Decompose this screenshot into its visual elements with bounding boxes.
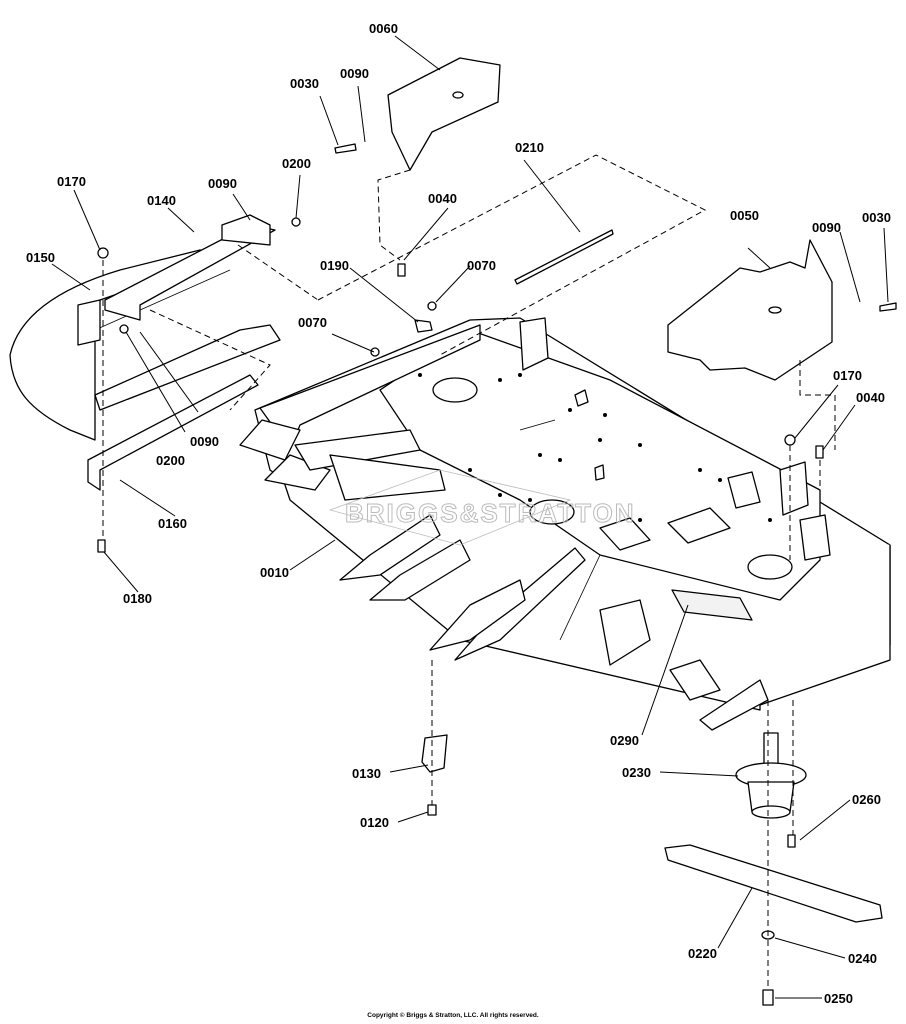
mower-deck: BRIGGS&STRATTON (239, 317, 891, 731)
belt (514, 229, 614, 285)
callout-0030: 0030 (862, 210, 891, 225)
callout-0090: 0090 (190, 434, 219, 449)
belt-cover-center (387, 57, 501, 171)
callout-0040: 0040 (428, 191, 457, 206)
callout-0030: 0030 (290, 76, 319, 91)
callout-0180: 0180 (123, 591, 152, 606)
callout-0050: 0050 (730, 208, 759, 223)
mower-blade (664, 844, 883, 923)
callout-0160: 0160 (158, 516, 187, 531)
callout-0170: 0170 (833, 368, 862, 383)
assembly-lines (102, 154, 836, 990)
callout-0290: 0290 (610, 733, 639, 748)
callout-0130: 0130 (352, 766, 381, 781)
callout-0200: 0200 (282, 156, 311, 171)
hardware (97, 143, 897, 1006)
watermark-text: BRIGGS&STRATTON (345, 498, 635, 528)
callout-0240: 0240 (848, 951, 877, 966)
callout-0220: 0220 (688, 946, 717, 961)
callout-0190: 0190 (320, 258, 349, 273)
callout-0260: 0260 (852, 792, 881, 807)
copyright-notice: Copyright © Briggs & Stratton, LLC. All … (367, 1012, 539, 1019)
callout-0230: 0230 (622, 765, 651, 780)
callout-0250: 0250 (824, 991, 853, 1006)
callout-0170: 0170 (57, 174, 86, 189)
callout-0010: 0010 (260, 565, 289, 580)
callout-0090: 0090 (208, 176, 237, 191)
belt-cover-right (667, 239, 833, 381)
callout-0200: 0200 (156, 453, 185, 468)
callout-0210: 0210 (515, 140, 544, 155)
callout-0140: 0140 (147, 193, 176, 208)
callout-0060: 0060 (369, 21, 398, 36)
callout-0070: 0070 (467, 258, 496, 273)
left-belt-shield (9, 214, 281, 491)
callout-0090: 0090 (340, 66, 369, 81)
callout-0040: 0040 (856, 390, 885, 405)
callout-0150: 0150 (26, 250, 55, 265)
callouts: 0060 0030 0090 0200 0210 0040 0090 0140 … (26, 21, 891, 1006)
callout-0070: 0070 (298, 315, 327, 330)
callout-0090: 0090 (812, 220, 841, 235)
callout-0120: 0120 (360, 815, 389, 830)
spindle-assembly (735, 732, 807, 819)
leader-lines (51, 35, 889, 999)
